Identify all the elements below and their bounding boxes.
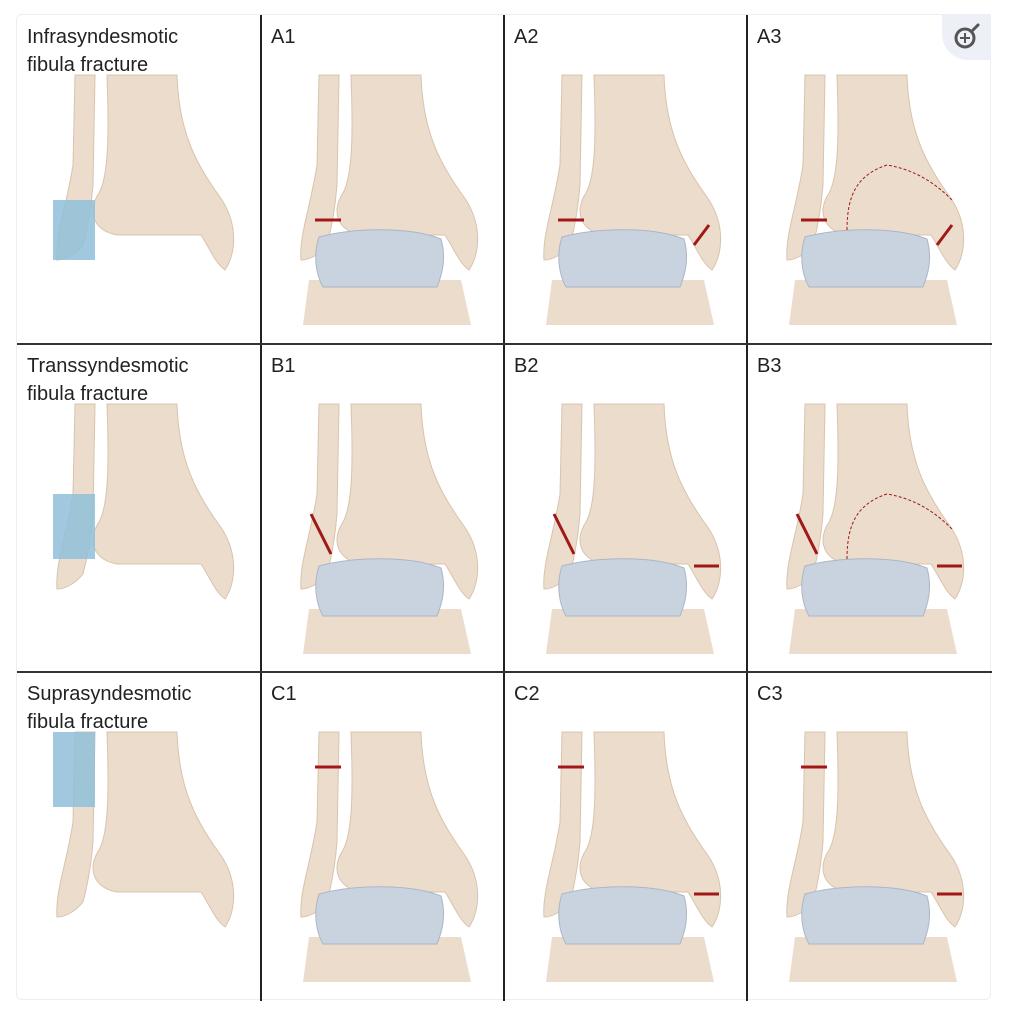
classification-cell-c2: C2 <box>504 672 747 1001</box>
column-divider <box>503 15 505 1001</box>
tibia <box>822 74 965 271</box>
classification-cell-c3: C3 <box>747 672 992 1001</box>
row-header-mid: Transsyndesmotic fibula fracture <box>17 344 261 673</box>
fibula <box>300 731 340 918</box>
talus <box>315 229 444 288</box>
zoom-in-icon <box>954 23 979 49</box>
fibula <box>300 403 340 590</box>
foot <box>546 937 714 982</box>
cell-label: A3 <box>757 26 782 48</box>
tibia <box>822 403 965 600</box>
talus <box>801 229 930 288</box>
medial-fracture-line <box>692 224 711 246</box>
talus <box>558 229 687 288</box>
column-divider <box>260 15 262 1001</box>
row-divider <box>17 671 992 673</box>
cell-label: C1 <box>271 683 297 705</box>
row-title: Infrasyndesmotic fibula fracture <box>27 26 179 76</box>
fibula <box>786 731 826 918</box>
fracture-zone-highlight <box>53 732 95 807</box>
posterior-fracture-outline <box>846 493 953 560</box>
row-divider <box>17 343 992 345</box>
fibula <box>543 731 583 918</box>
tibia <box>579 731 722 928</box>
talus <box>801 886 930 945</box>
cell-label: B1 <box>271 355 296 377</box>
foot <box>303 609 471 654</box>
talus <box>558 886 687 945</box>
foot <box>789 280 957 325</box>
cell-label: B3 <box>757 355 782 377</box>
foot <box>303 937 471 982</box>
fracture-zone-highlight <box>53 494 95 559</box>
posterior-fracture-outline <box>846 164 953 231</box>
tibia <box>336 74 479 271</box>
fracture-line <box>552 513 576 555</box>
cell-label: A2 <box>514 26 539 48</box>
tibia <box>336 731 479 928</box>
row-title: Suprasyndesmotic fibula fracture <box>27 683 192 733</box>
row-header-high: Suprasyndesmotic fibula fracture <box>17 672 261 1001</box>
classification-cell-b2: B2 <box>504 344 747 673</box>
classification-cell-b1: B1 <box>261 344 504 673</box>
cell-label: A1 <box>271 26 296 48</box>
fibula <box>300 74 340 261</box>
foot <box>303 280 471 325</box>
foot <box>789 937 957 982</box>
classification-cell-c1: C1 <box>261 672 504 1001</box>
tibia <box>822 731 965 928</box>
talus <box>315 558 444 617</box>
tibia <box>92 74 235 271</box>
classification-cell-a3: A3 <box>747 15 992 344</box>
fracture-line <box>309 513 333 555</box>
talus <box>801 558 930 617</box>
fibula <box>543 74 583 261</box>
tibia <box>92 731 235 928</box>
fibula <box>786 403 826 590</box>
cell-label: C2 <box>514 683 540 705</box>
talus <box>558 558 687 617</box>
medial-fracture-line <box>935 224 954 246</box>
foot <box>546 280 714 325</box>
tibia <box>92 403 235 600</box>
fracture-line <box>795 513 819 555</box>
fibula <box>543 403 583 590</box>
zoom-button[interactable] <box>942 14 991 60</box>
row-title: Transsyndesmotic fibula fracture <box>27 355 189 405</box>
tibia <box>579 403 722 600</box>
fibula <box>786 74 826 261</box>
foot <box>789 609 957 654</box>
tibia <box>336 403 479 600</box>
classification-cell-a2: A2 <box>504 15 747 344</box>
fracture-zone-highlight <box>53 200 95 260</box>
foot <box>546 609 714 654</box>
tibia <box>579 74 722 271</box>
cell-label: B2 <box>514 355 539 377</box>
cell-label: C3 <box>757 683 783 705</box>
classification-cell-b3: B3 <box>747 344 992 673</box>
classification-cell-a1: A1 <box>261 15 504 344</box>
talus <box>315 886 444 945</box>
column-divider <box>746 15 748 1001</box>
row-header-low: Infrasyndesmotic fibula fracture <box>17 15 261 344</box>
